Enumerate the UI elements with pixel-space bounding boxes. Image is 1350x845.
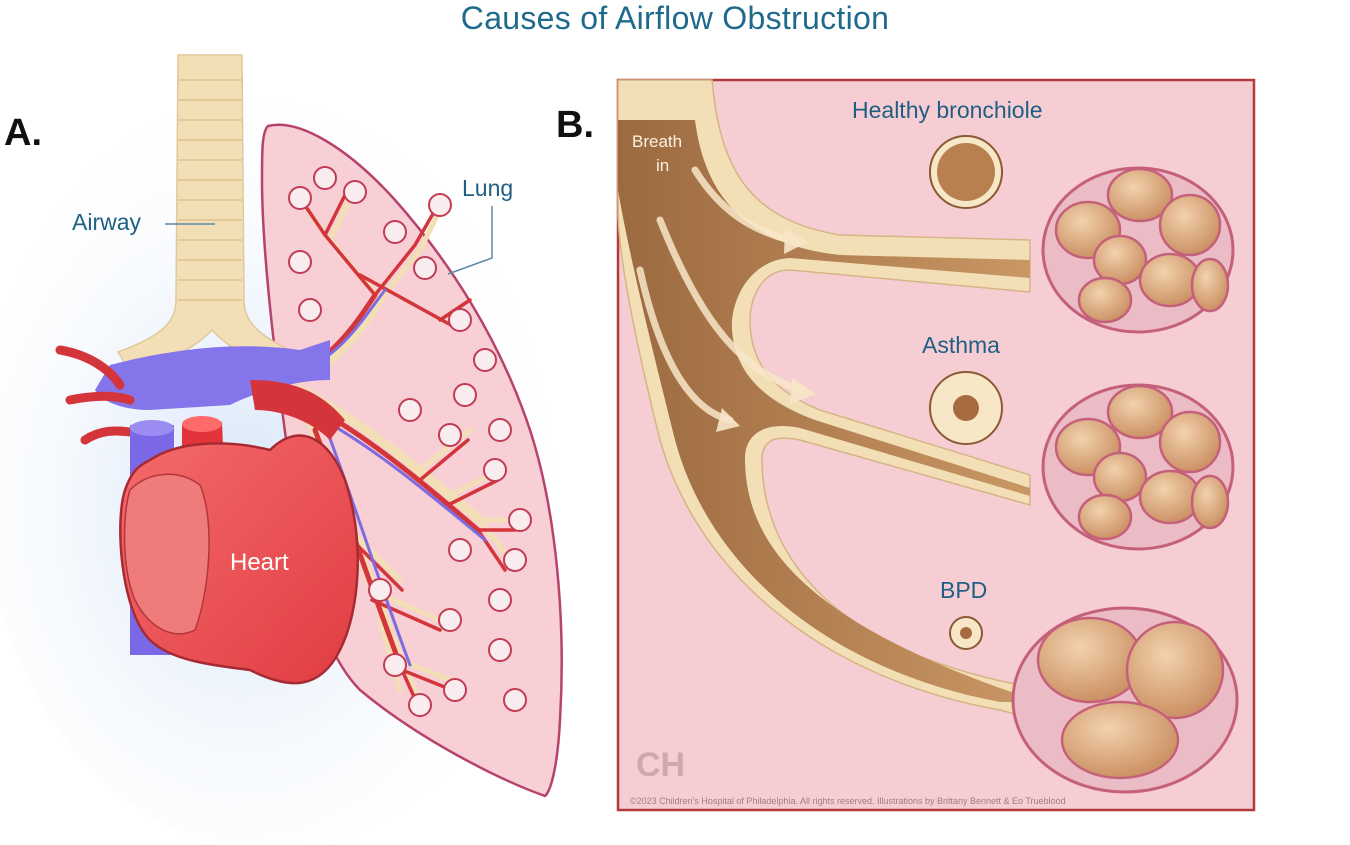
alveoli-bpd [1013,608,1237,792]
panel-a-illustration: Airway Lung Heart [0,0,600,845]
copyright-text: ©2023 Children's Hospital of Philadelphi… [630,796,1066,806]
cross-section-bpd [950,617,982,649]
breath-in-label-line-1: Breath [632,132,682,151]
alveoli-asthma [1043,385,1233,549]
alveoli-healthy [1043,168,1233,332]
lung-label: Lung [462,175,513,201]
bpd-label: BPD [940,577,987,603]
chop-logo: CH [636,746,685,784]
healthy-bronchiole-label: Healthy bronchiole [852,97,1043,123]
heart-label: Heart [230,549,289,576]
airway-label: Airway [72,209,142,235]
breath-in-label-line-2: in [656,156,669,175]
cross-section-asthma [930,372,1002,444]
panel-b-illustration: Breath in Healthy bronchiole Asthma BPD [600,60,1350,845]
asthma-label: Asthma [922,332,1000,358]
cross-section-healthy [930,136,1002,208]
